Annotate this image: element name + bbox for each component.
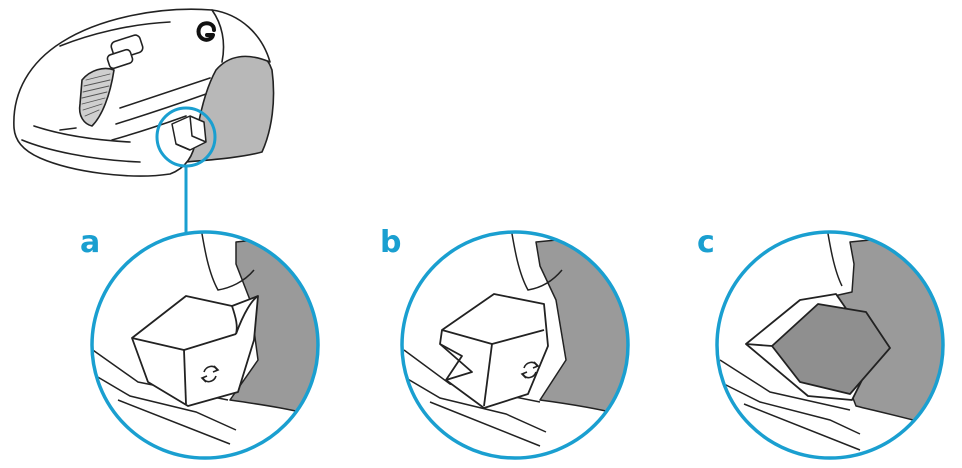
scroll-mode-button-lower [106,48,134,70]
panel-label-b: b [380,225,402,260]
mouse-shell [13,8,271,177]
rotation-arrows-icon [520,361,540,379]
scroll-wheel [78,67,115,127]
panel-b-frame [400,230,630,460]
side-buttons [111,77,211,141]
key-cap-b [439,293,549,409]
mouse-lower-edge [719,359,861,451]
mouse-body-edge [199,232,255,291]
mouse-body-edge [509,232,563,291]
rotation-arrows-icon [200,365,220,383]
panel-a-frame [90,230,320,460]
mouse-left-button-seam [59,9,225,63]
panel-b-detail [400,230,630,460]
logitech-g-logo [196,21,216,42]
panel-c-frame [715,230,945,460]
key-cap-a [131,295,259,407]
flat-button-c [745,293,891,401]
panel-label-a: a [80,225,101,260]
gaming-mouse [13,8,275,177]
mouse-body-edge [825,232,843,287]
dpi-shift-button [171,115,207,151]
mouse-front-marker [59,127,77,131]
panel-c-detail [715,230,945,460]
panel-label-c: c [697,225,715,260]
mouse-thumb-area [21,125,141,163]
panel-a-detail [90,230,320,460]
